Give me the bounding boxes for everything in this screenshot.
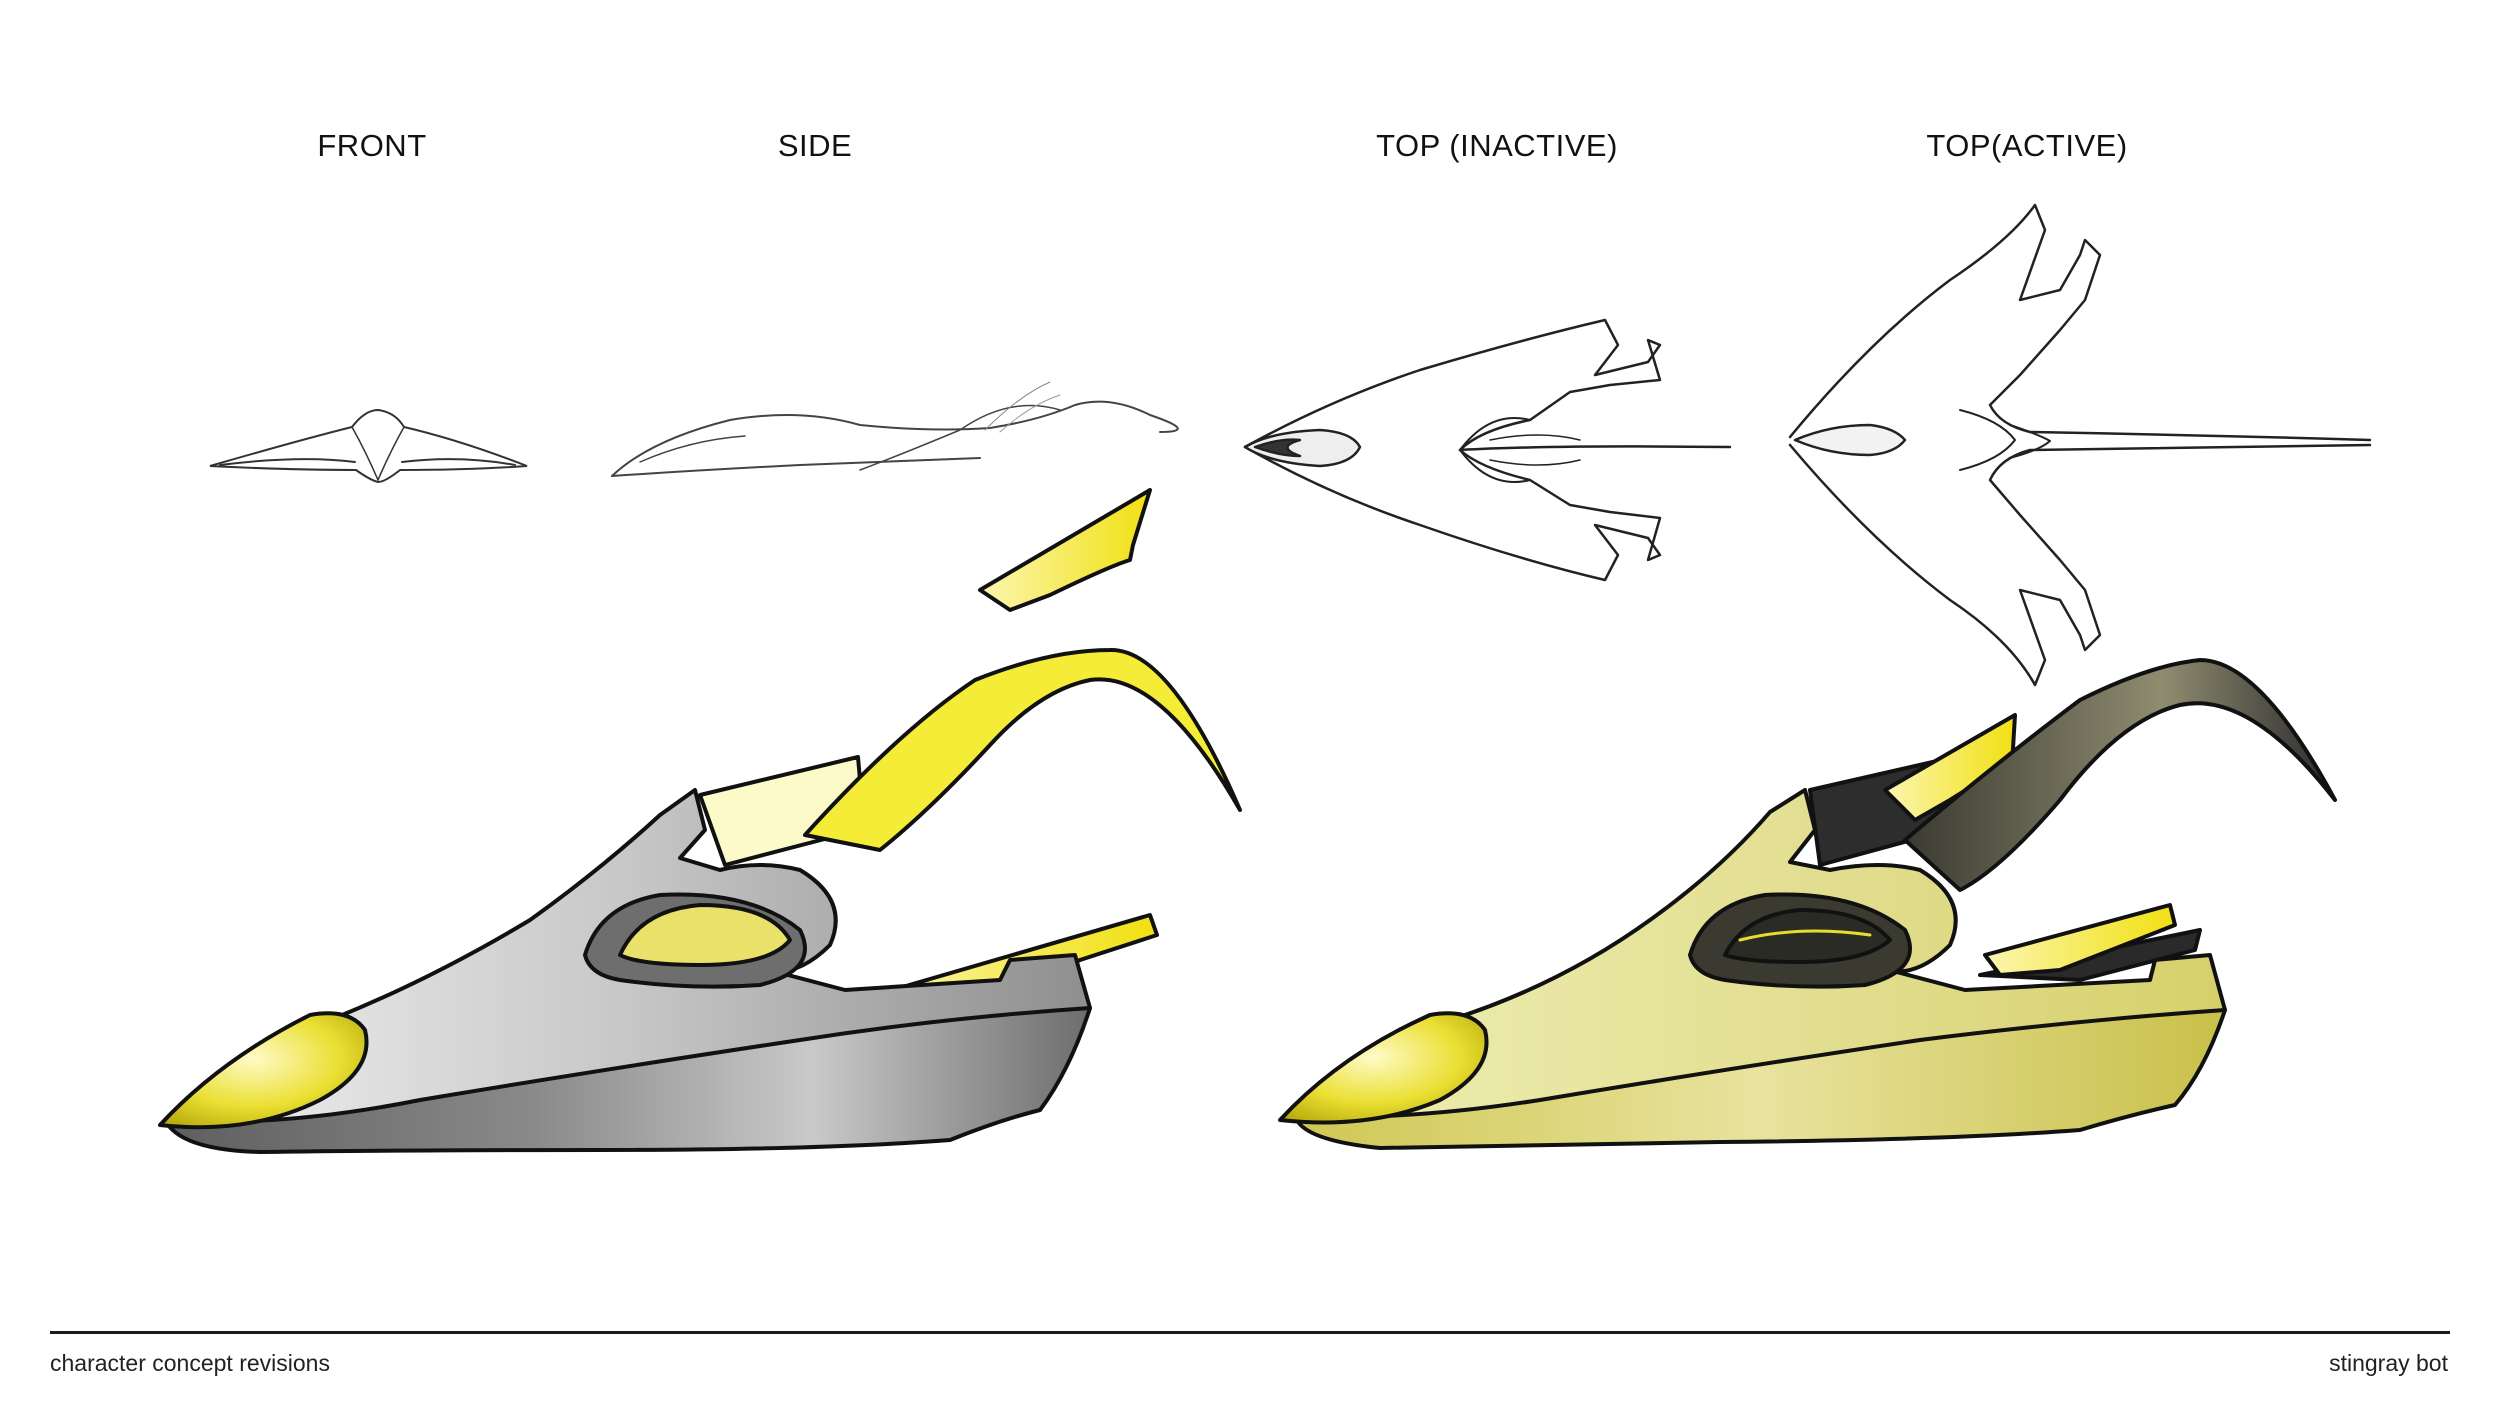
sketch-front: [209, 408, 528, 484]
label-top-inactive: TOP (INACTIVE): [1376, 128, 1618, 163]
label-top-active: TOP(ACTIVE): [1926, 128, 2128, 163]
render-gray: [158, 488, 1242, 1154]
sketch-top-inactive: [1243, 318, 1732, 582]
footer-project-name: stingray bot: [2329, 1350, 2448, 1376]
sketch-top-active: [1788, 203, 2372, 687]
label-side: SIDE: [777, 128, 853, 163]
label-front: FRONT: [317, 128, 427, 163]
footer-caption: character concept revisions: [50, 1350, 330, 1376]
sketch-side: [611, 381, 1179, 477]
footer-divider: [50, 1331, 2450, 1334]
render-yellow: [1278, 658, 2337, 1150]
